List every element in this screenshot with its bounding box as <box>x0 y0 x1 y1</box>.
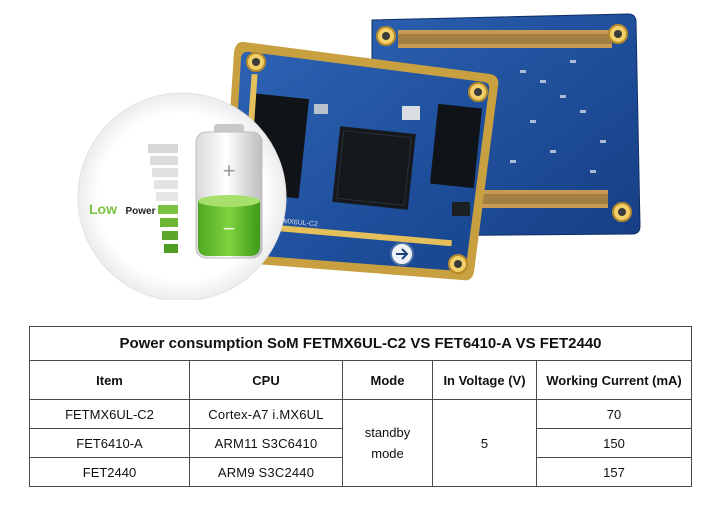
power-consumption-table: Power consumption SoM FETMX6UL-C2 VS FET… <box>29 326 692 487</box>
mode-cell: standby mode <box>342 399 433 487</box>
column-header-mode: Mode <box>342 360 433 400</box>
power-level-bars <box>148 144 178 253</box>
battery-icon: + − <box>195 124 263 259</box>
current-cell: 70 <box>536 399 692 429</box>
table-header-row: Item CPU Mode In Voltage (V) Working Cur… <box>29 360 692 400</box>
mode-line-2: mode <box>371 446 404 461</box>
current-cell: 150 <box>536 428 692 458</box>
minus-symbol: − <box>223 216 236 241</box>
cpu-cell: ARM11 S3C6410 <box>189 428 343 458</box>
low-word: Low <box>89 201 117 217</box>
table-row: FET6410-A ARM11 S3C6410 150 <box>29 428 692 458</box>
item-cell: FETMX6UL-C2 <box>29 399 190 429</box>
table-row: FETMX6UL-C2 Cortex-A7 i.MX6UL standby mo… <box>29 399 692 487</box>
board-silkscreen-label: FETMX6UL-C2 <box>270 217 318 228</box>
item-cell: FET2440 <box>29 457 190 487</box>
column-header-cpu: CPU <box>189 360 343 400</box>
product-illustration: FETMX6UL-C2 + − Low Power <box>77 13 641 300</box>
front-board: FETMX6UL-C2 <box>220 41 499 281</box>
table-title: Power consumption SoM FETMX6UL-C2 VS FET… <box>29 326 692 361</box>
mode-line-1: standby <box>364 425 411 440</box>
column-header-item: Item <box>29 360 190 400</box>
cpu-cell: ARM9 S3C2440 <box>189 457 343 487</box>
cpu-cell: Cortex-A7 i.MX6UL <box>189 399 343 429</box>
low-power-badge: + − Low Power <box>77 92 287 300</box>
power-word: Power <box>125 206 155 217</box>
voltage-cell: 5 <box>432 399 537 487</box>
column-header-current: Working Current (mA) <box>536 360 692 400</box>
low-power-label: Low Power <box>89 201 156 218</box>
column-header-voltage: In Voltage (V) <box>432 360 537 400</box>
current-cell: 157 <box>536 457 692 487</box>
item-cell: FET6410-A <box>29 428 190 458</box>
table-row: FET2440 ARM9 S3C2440 157 <box>29 457 692 487</box>
product-hero-image: FETMX6UL-C2 + − Low Power <box>77 13 641 300</box>
plus-symbol: + <box>223 158 236 183</box>
